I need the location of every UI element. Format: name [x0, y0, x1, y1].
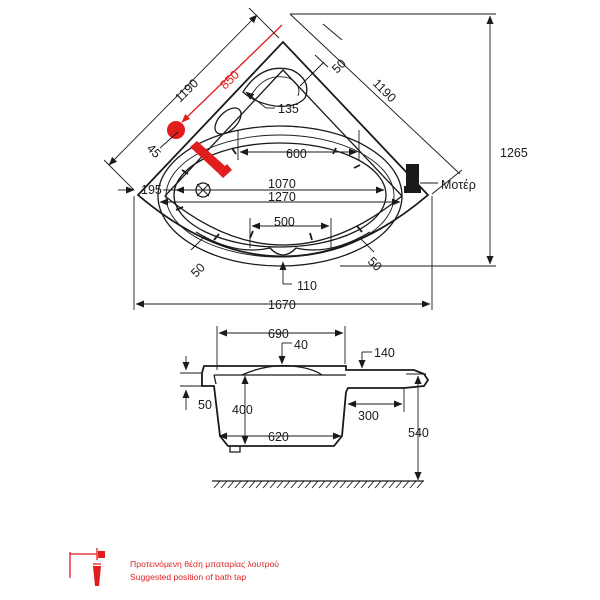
tap-legend: Προτεινόμενη θέση μπαταρίας λουτρού Sugg…: [69, 548, 279, 586]
dim-basin-bottom: 500: [274, 215, 295, 229]
basin-lip: [195, 231, 371, 256]
legend-label-greek: Προτεινόμενη θέση μπαταρίας λουτρού: [130, 559, 279, 569]
dim-total-height: 540: [408, 426, 429, 440]
tap-spout-icon: [93, 566, 101, 586]
dim-overall-height: 1265: [500, 146, 528, 160]
dim-rim-height: 50: [198, 398, 212, 412]
dim-rim-bottom-right: 50: [365, 254, 385, 274]
dim-bottom-length: 620: [268, 430, 289, 444]
dim-ledge-width: 140: [374, 346, 395, 360]
legend-label-english: Suggested position of bath tap: [130, 572, 246, 582]
dim-basin-inner-length: 1070: [268, 177, 296, 191]
basin-inner: [173, 142, 387, 248]
tub-section-profile: [201, 365, 430, 447]
dim-ledge-length: 300: [358, 409, 379, 423]
floor-hatch: [212, 480, 424, 489]
dim-edge-left: 195: [141, 183, 162, 197]
dim-inner-depth: 400: [232, 403, 253, 417]
dim-tap-offset: 45: [144, 141, 164, 161]
tub-section-inner: [213, 374, 346, 385]
side-grip: [214, 107, 242, 135]
dim-side-left: 1190: [172, 76, 201, 105]
plan-view: Μοτέρ 850 1190 1190 50 135 45: [103, 7, 528, 312]
headrest-inner: [251, 76, 300, 97]
dim-headrest: 135: [278, 102, 299, 116]
dim-top-length: 690: [268, 327, 289, 341]
dim-rim-bottom-left: 50: [188, 260, 208, 280]
dim-overall-width: 1670: [268, 298, 296, 312]
section-headrest: [241, 365, 323, 376]
motor-icon: [406, 164, 419, 192]
basin-step: [165, 134, 395, 258]
tap-handle-icon: [98, 551, 105, 558]
dim-basin-top: 600: [286, 147, 307, 161]
dim-side-right: 1190: [370, 76, 399, 105]
dim-basin-outer-length: 1270: [268, 190, 296, 204]
dim-rim-top: 50: [329, 56, 349, 76]
dim-drain-offset: 110: [297, 279, 317, 293]
headrest-pocket: [242, 67, 308, 107]
section-view: 690 40 140 50 400 300 620 540: [180, 326, 430, 489]
dim-headrest-depth: 40: [294, 338, 308, 352]
motor-label: Μοτέρ: [441, 178, 476, 192]
